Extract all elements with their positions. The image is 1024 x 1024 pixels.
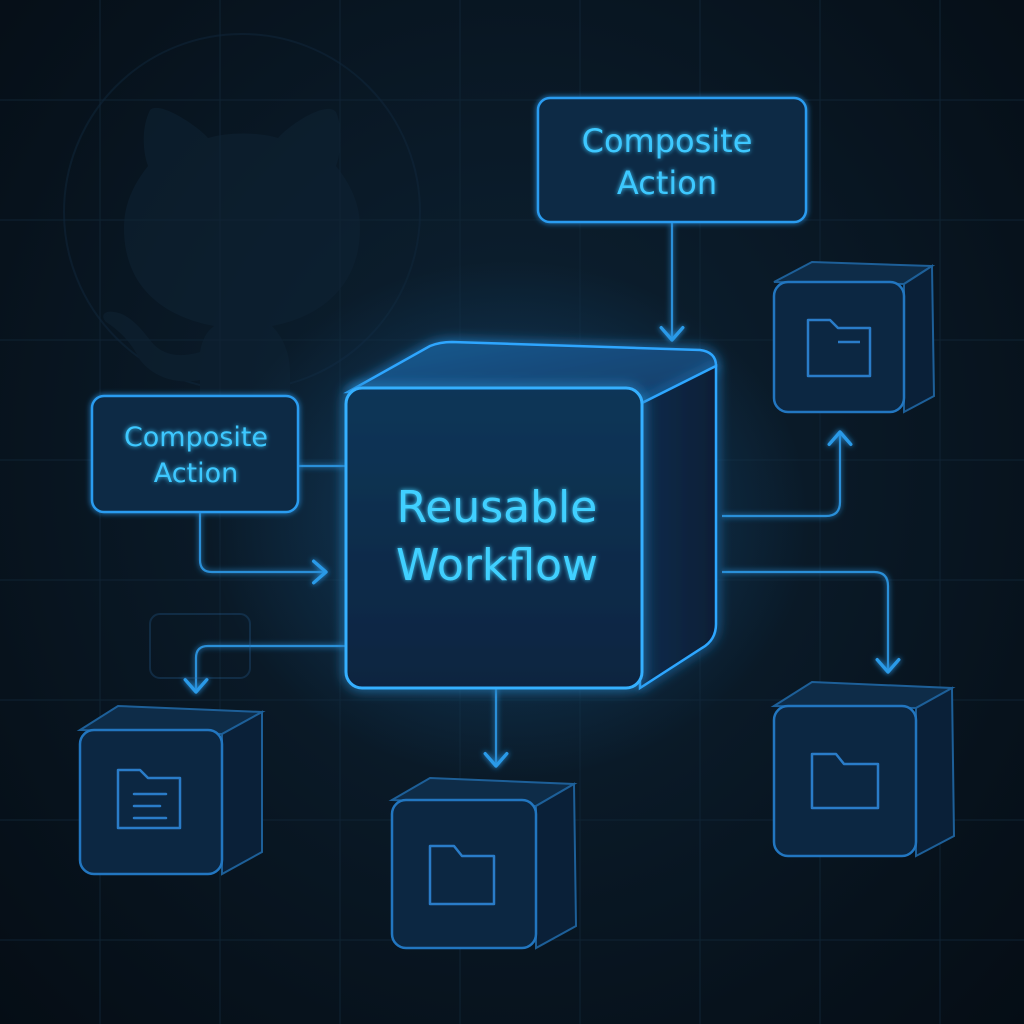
cube-folder-bottom[interactable] [388, 776, 578, 950]
node-top-label-line1: Composite [582, 122, 753, 160]
folder-icon [806, 318, 872, 378]
folder-icon [810, 752, 880, 810]
connector-center-to-bottom-right [722, 570, 901, 674]
cube-document-bottom-left[interactable] [76, 704, 266, 876]
center-label-line2: Workflow [396, 540, 598, 591]
github-octocat-icon [63, 33, 421, 441]
node-top-label-line2: Action [617, 164, 717, 202]
connector-center-to-bottom-left [183, 644, 346, 694]
node-top-composite-action[interactable] [536, 96, 808, 224]
node-left-label-line1: Composite [124, 422, 268, 453]
folder-icon [428, 844, 496, 906]
node-reusable-workflow[interactable] [343, 340, 718, 691]
cube-folder-top-right[interactable] [772, 260, 936, 414]
connectors [183, 222, 901, 768]
document-icon [116, 768, 182, 830]
background-cube [149, 613, 251, 679]
connector-center-to-top-right [722, 430, 853, 518]
connector-left-to-center [198, 512, 328, 585]
cube-folder-bottom-right[interactable] [770, 680, 956, 858]
center-label-line1: Reusable [397, 482, 598, 533]
node-left-label-line2: Action [154, 458, 239, 489]
node-left-composite-action[interactable] [90, 394, 300, 514]
